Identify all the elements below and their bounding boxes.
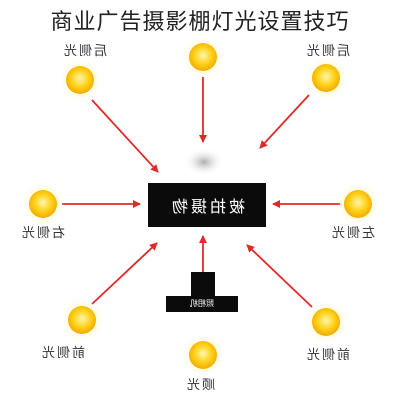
light-label-front-left: 前侧光: [40, 346, 86, 361]
light-bulb-icon: [189, 43, 217, 71]
light-label-back-left: 后侧光: [62, 44, 108, 59]
arrow-back-left: [91, 99, 159, 173]
light-back-left: [59, 59, 101, 101]
light-bulb-icon: [312, 64, 340, 92]
light-label-right-side: 右侧光: [20, 226, 66, 241]
light-label-front-right: 前侧光: [305, 348, 351, 363]
light-bulb-icon: [29, 190, 57, 218]
light-arrows: [62, 77, 340, 308]
light-label-back-right: 后侧光: [305, 44, 351, 59]
subject-shadow: [184, 148, 224, 176]
subject-label: 被拍摄物: [168, 197, 245, 216]
subject-box: 被拍摄物: [148, 183, 266, 227]
light-bulb-icon: [68, 306, 96, 334]
light-bulb-icon: [189, 341, 217, 369]
light-bulb-icon: [312, 308, 340, 336]
light-back-right: [305, 57, 347, 99]
light-front-right: [305, 301, 347, 343]
camera-icon: [166, 272, 238, 312]
camera-label: 照相机: [190, 299, 214, 308]
light-label-left-side: 左侧光: [330, 226, 376, 241]
light-front-left: [61, 299, 103, 341]
arrow-front-right: [246, 244, 313, 308]
light-bulb-icon: [66, 66, 94, 94]
arrow-front-left: [91, 242, 158, 305]
arrow-back-right: [259, 94, 310, 149]
page-title: 商业广告摄影棚灯光设置技巧: [50, 10, 350, 35]
light-left-side: [337, 183, 379, 225]
light-label-front: 顺光: [185, 378, 216, 393]
light-top: [182, 36, 224, 78]
light-front: [182, 334, 224, 376]
light-bulb-icon: [344, 190, 372, 218]
light-right-side: [22, 183, 64, 225]
